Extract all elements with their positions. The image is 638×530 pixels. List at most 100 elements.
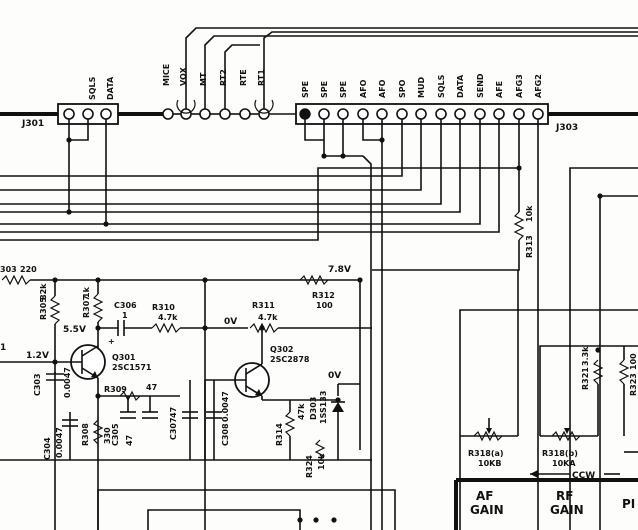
- af-gain-line2: GAIN: [470, 503, 504, 517]
- potentiometer-r318a: R318(a) 10KB: [460, 270, 519, 468]
- j303-pin-label: DATA: [456, 74, 465, 98]
- r308-ref: R308: [81, 423, 90, 446]
- r303-value: 220: [20, 265, 37, 274]
- bias-resistors: R305 82k R307 1k: [39, 280, 104, 530]
- j303-label: J303: [555, 123, 578, 133]
- j301-pin-sqls: SQLS: [88, 76, 97, 100]
- voltage-1: 1: [0, 343, 6, 353]
- r308-value: 330: [103, 427, 112, 444]
- voltage-5-5v: 5.5V: [63, 325, 86, 335]
- r324-ref: R324: [305, 455, 314, 478]
- r321-value: 3.3k: [581, 346, 590, 366]
- voltage-0v-base: 0V: [224, 317, 237, 327]
- c304-ref: C304: [43, 437, 52, 460]
- c307-ref: C307: [169, 417, 178, 440]
- c306-plus: +: [108, 337, 115, 346]
- c304-value: 0.0047: [55, 427, 64, 458]
- j301-label: J301: [21, 119, 44, 129]
- r321-ref: R321: [581, 367, 590, 390]
- pin-label-rte: RTE: [239, 69, 248, 86]
- pin-label-rt2: RT2: [219, 69, 228, 86]
- ccw-label: CCW: [572, 471, 595, 481]
- r323-value: 100: [629, 353, 638, 370]
- r303-ref: 303: [0, 265, 17, 274]
- q301-ref: Q301: [112, 353, 136, 362]
- mid-pin-strip: MICE VOX MT RT2 RTE RT1: [162, 27, 638, 120]
- emitter-network: C303 0.0047 R309 47 C304 0.0047 R308 330…: [0, 367, 372, 461]
- j303-pin-label: MUD: [417, 77, 426, 98]
- c305-value: 47: [125, 435, 134, 446]
- voltage-0v-emitter: 0V: [328, 371, 341, 381]
- pin-label-mice: MICE: [162, 64, 171, 86]
- r312-ref: R312: [312, 291, 335, 300]
- r314-value: 47k: [297, 403, 306, 420]
- j303-pin-label: AFE: [495, 81, 504, 98]
- j303-pin-label: AFO: [359, 79, 368, 98]
- pin-label-rt1: RT1: [257, 69, 266, 86]
- detector-network: R314 47k D303 1SS133 R324 10k: [275, 383, 360, 478]
- r323-ref: R323: [629, 373, 638, 396]
- r312-value: 100: [316, 301, 333, 310]
- r309-value: 47: [146, 383, 157, 392]
- j303-pin-label: AFO: [378, 79, 387, 98]
- r314-ref: R314: [275, 423, 284, 446]
- r305-value: 82k: [39, 283, 48, 300]
- c306-ref: C306: [114, 301, 137, 310]
- connector-j301: J301 SQLS DATA: [21, 76, 119, 227]
- rf-gain-line1: RF: [556, 489, 573, 503]
- j303-pin-label: AFG2: [534, 74, 543, 98]
- r310-ref: R310: [152, 303, 175, 312]
- d303-ref: D303: [309, 397, 318, 420]
- r313-ref: R313: [525, 235, 534, 258]
- af-gain-line1: AF: [476, 489, 493, 503]
- r307-ref: R307: [82, 295, 91, 318]
- supply-7-8v: 7.8V R312 100: [299, 265, 363, 450]
- bottom-wiring: [97, 489, 396, 530]
- r324-value: 10k: [317, 453, 326, 470]
- r309-ref: R309: [104, 385, 127, 394]
- transistor-q302: Q302 2SC2878 0V: [205, 325, 341, 401]
- c303-ref: C303: [33, 373, 42, 396]
- r311-value: 4.7k: [258, 313, 278, 322]
- r318a-ref: R318(a): [468, 449, 504, 458]
- j303-pin-label: SPE: [339, 81, 348, 98]
- q302-value: 2SC2878: [270, 355, 310, 364]
- c308-ref: C308: [221, 423, 230, 446]
- c306-value: 1: [122, 311, 128, 320]
- c307-value: 47: [169, 407, 178, 418]
- panel-cut-label: PI: [622, 497, 635, 511]
- r318b-value: 10KA: [552, 459, 576, 468]
- right-side-rails: [459, 167, 638, 530]
- j303-pin-label: SPE: [301, 81, 310, 98]
- j303-pin-label: SPE: [320, 81, 329, 98]
- transistor-q301: Q301 2SC1571 1 1.2V: [0, 343, 152, 530]
- front-panel: CCW AF GAIN RF GAIN PI: [454, 470, 638, 530]
- r318a-value: 10KB: [478, 459, 501, 468]
- c305-ref: C305: [111, 423, 120, 446]
- connector-j303: J303 SPE SPE SPE AFO AFO SPO MUD SQLS DA…: [0, 73, 578, 530]
- j303-pin-label: SEND: [476, 73, 485, 98]
- j301-pin-data: DATA: [106, 76, 115, 100]
- j303-pin-label: AFG3: [515, 74, 524, 98]
- pin-label-mt: MT: [199, 72, 208, 86]
- voltage-7-8v: 7.8V: [328, 265, 351, 275]
- q301-value: 2SC1571: [112, 363, 152, 372]
- rf-gain-line2: GAIN: [550, 503, 584, 517]
- j303-pin-label: SQLS: [437, 74, 446, 98]
- potentiometer-r318b: R318(b) 10KA R321 3.3k R323 100: [539, 345, 638, 468]
- r318b-ref: R318(b): [542, 449, 578, 458]
- r305-ref: R305: [39, 297, 48, 320]
- pin-label-vox: VOX: [179, 66, 188, 86]
- c308-value: 0.0047: [221, 391, 230, 422]
- r310-value: 4.7k: [158, 313, 178, 322]
- voltage-1-2v: 1.2V: [26, 351, 49, 361]
- resistor-r313: R313 10k: [372, 205, 534, 271]
- decoupling-caps: C307 47 C308 0.0047: [169, 380, 230, 460]
- r311-ref: R311: [252, 301, 275, 310]
- j303-pin-label: SPO: [398, 79, 407, 98]
- r313-value: 10k: [525, 205, 534, 222]
- q302-ref: Q302: [270, 345, 294, 354]
- c303-value: 0.0047: [63, 367, 72, 398]
- d303-value: 1SS133: [319, 391, 328, 424]
